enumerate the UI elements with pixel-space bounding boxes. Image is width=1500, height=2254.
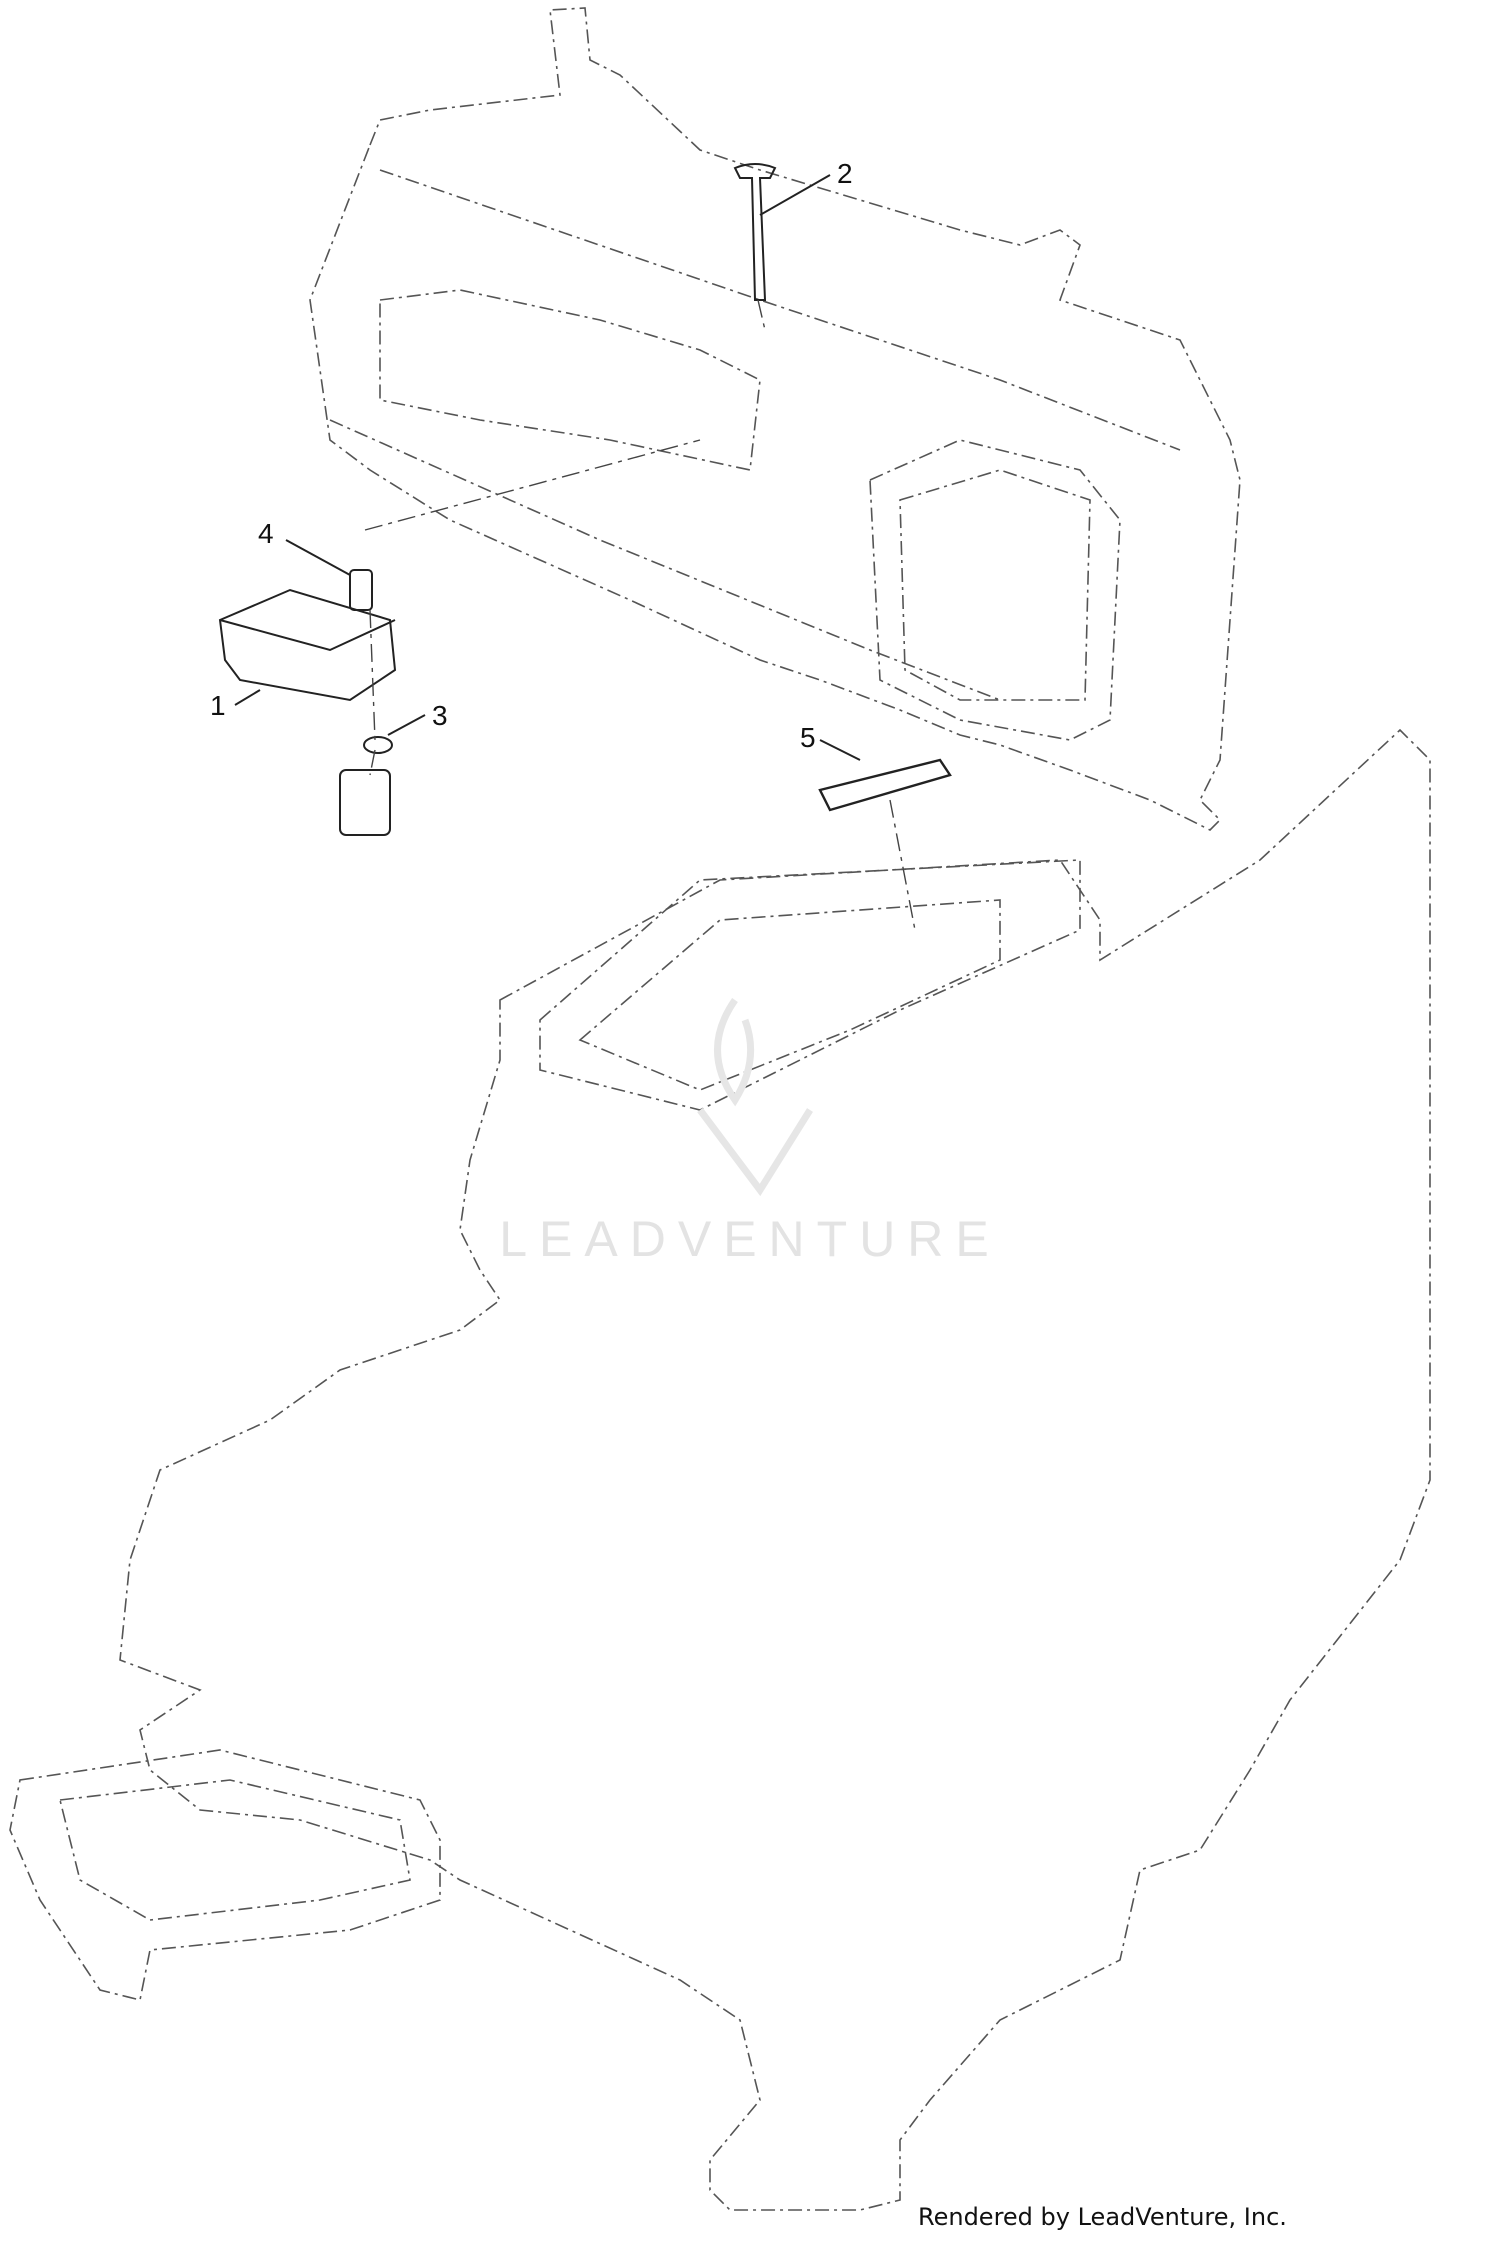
decal-part-5 <box>818 758 952 812</box>
foot-deck-inner <box>59 1779 411 1921</box>
assembly-line-4 <box>364 439 701 531</box>
callout-5[interactable]: 5 <box>800 722 816 753</box>
leader-5 <box>819 739 861 761</box>
connector-block <box>379 289 761 471</box>
module-part-1 <box>218 588 397 702</box>
foot-deck <box>9 1749 441 2001</box>
leader-2 <box>759 174 831 216</box>
bolt-part-2 <box>733 163 777 301</box>
nut-part-3 <box>363 736 393 754</box>
frame-inner-edge <box>379 169 1181 451</box>
module-housing-inner <box>899 469 1091 701</box>
watermark-logo <box>697 997 813 1197</box>
callout-4[interactable]: 4 <box>258 518 274 549</box>
assembly-line-3 <box>369 749 376 776</box>
frame-inner-edge-2 <box>329 419 1001 701</box>
watermark-text: LEADVENTURE <box>499 1211 1001 1267</box>
leader-3 <box>387 714 426 736</box>
callout-3[interactable]: 3 <box>432 700 448 731</box>
platform-outline <box>539 859 1081 1111</box>
assembly-line-5 <box>889 799 916 931</box>
module-part-1-top <box>219 619 396 652</box>
rendered-by-credit: Rendered by LeadVenture, Inc. <box>918 2203 1287 2231</box>
leader-1 <box>234 689 261 706</box>
harness-connector <box>339 769 391 836</box>
callout-1[interactable]: 1 <box>210 690 226 721</box>
frame-outline <box>309 7 1241 831</box>
platform-inner <box>578 899 1001 1091</box>
leader-4 <box>285 539 351 576</box>
assembly-line-2 <box>757 299 766 331</box>
spacer-part-4 <box>349 569 373 611</box>
assembly-line-1 <box>369 609 376 741</box>
callout-2[interactable]: 2 <box>837 158 853 189</box>
module-housing <box>869 439 1121 741</box>
chassis-outline <box>119 728 1431 2211</box>
